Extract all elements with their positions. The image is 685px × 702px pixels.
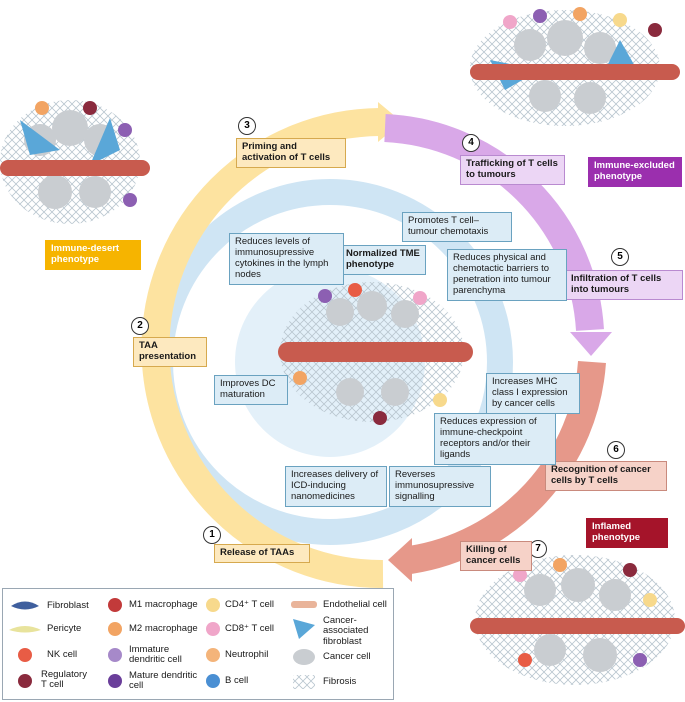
effect-chemotaxis: Promotes T cell–tumour chemotaxis bbox=[402, 212, 512, 242]
b-cell-icon bbox=[206, 674, 220, 688]
legend-neutrophil: Neutrophil bbox=[225, 649, 269, 660]
legend-endothelial-cell: Endothelial cell bbox=[323, 599, 387, 610]
step-1-label: Release of TAAs bbox=[214, 544, 310, 563]
step-1-number: 1 bbox=[203, 526, 221, 544]
step-7-number: 7 bbox=[529, 540, 547, 558]
step-6-number: 6 bbox=[607, 441, 625, 459]
immature-dendritic-cell-icon bbox=[108, 648, 122, 662]
effect-barriers: Reduces physical and chemotactic barrier… bbox=[447, 249, 567, 301]
legend-cd8-t-cell: CD8⁺ T cell bbox=[225, 623, 275, 634]
red-arrow bbox=[407, 360, 606, 574]
legend-cancer-cell: Cancer cell bbox=[323, 651, 371, 662]
effect-checkpoints: Reduces expression of immune-checkpoint … bbox=[434, 413, 556, 465]
inflamed-phenotype-label: Inflamed phenotype bbox=[586, 518, 668, 548]
normalized-tumour bbox=[278, 282, 473, 425]
legend-mature-dendritic-cell: Mature dendritic cell bbox=[129, 670, 198, 692]
step-5-number: 5 bbox=[611, 248, 629, 266]
legend-cancer-associated-fibroblast: Cancer-associated fibroblast bbox=[323, 615, 369, 647]
purple-arrowhead bbox=[570, 332, 612, 356]
legend-cd4-t-cell: CD4⁺ T cell bbox=[225, 599, 275, 610]
fibrosis-icon bbox=[293, 675, 315, 689]
legend-fibroblast: Fibroblast bbox=[47, 600, 89, 611]
regulatory-t-cell-icon bbox=[18, 674, 32, 688]
endothelial-cell-icon bbox=[291, 601, 317, 608]
effect-delivery: Increases delivery of ICD-inducing nanom… bbox=[285, 466, 387, 507]
legend-m1-macrophage: M1 macrophage bbox=[129, 599, 198, 610]
neutrophil-icon bbox=[206, 648, 220, 662]
legend-fibrosis: Fibrosis bbox=[323, 676, 357, 687]
nk-cell-icon bbox=[18, 648, 32, 662]
inflamed-tumour bbox=[470, 555, 685, 685]
effect-signalling: Reverses immunosupressive signalling bbox=[389, 466, 491, 507]
step-2-number: 2 bbox=[131, 317, 149, 335]
effect-cytokines: Reduces levels of immunosupressive cytok… bbox=[229, 233, 344, 285]
legend-regulatory-t-cell: Regulatory T cell bbox=[41, 669, 87, 691]
fibroblast-icon bbox=[11, 601, 39, 610]
step-5-label: Infiltration of T cells into tumours bbox=[565, 270, 683, 300]
mature-dendritic-cell-icon bbox=[108, 674, 122, 688]
step-4-label: Trafficking of T cells to tumours bbox=[460, 155, 565, 185]
immune-desert-phenotype-label: Immune-desert phenotype bbox=[45, 240, 141, 270]
immune-desert-tumour bbox=[0, 100, 150, 224]
legend-icons bbox=[9, 598, 317, 689]
step-7-label: Killing of cancer cells bbox=[460, 541, 532, 571]
step-3-label: Priming and activation of T cells bbox=[236, 138, 346, 168]
immune-excluded-tumour bbox=[470, 7, 680, 126]
step-3-number: 3 bbox=[238, 117, 256, 135]
normalized-tme-phenotype-label: Normalized TME phenotype bbox=[340, 245, 426, 275]
legend-m2-macrophage: M2 macrophage bbox=[129, 623, 198, 634]
legend-b-cell: B cell bbox=[225, 675, 249, 686]
effect-mhc: Increases MHC class I expression by canc… bbox=[486, 373, 580, 414]
cd8-t-cell-icon bbox=[206, 622, 220, 636]
cancer-associated-fibroblast-icon bbox=[293, 619, 315, 639]
legend: Fibroblast Pericyte NK cell Regulatory T… bbox=[2, 588, 394, 700]
legend-nk-cell: NK cell bbox=[47, 649, 78, 660]
cancer-cell-icon bbox=[293, 649, 315, 665]
step-6-label: Recognition of cancer cells by T cells bbox=[545, 461, 667, 491]
legend-pericyte: Pericyte bbox=[47, 623, 82, 634]
step-2-label: TAA presentation bbox=[133, 337, 207, 367]
legend-immature-dendritic-cell: Immature dendritic cell bbox=[129, 644, 182, 666]
m1-macrophage-icon bbox=[108, 598, 122, 612]
cd4-t-cell-icon bbox=[206, 598, 220, 612]
effect-dc-maturation: Improves DC maturation bbox=[214, 375, 288, 405]
pericyte-icon bbox=[9, 626, 41, 633]
immune-excluded-phenotype-label: Immune-excluded phenotype bbox=[588, 157, 682, 187]
m2-macrophage-icon bbox=[108, 622, 122, 636]
red-arrowhead bbox=[388, 538, 412, 582]
step-4-number: 4 bbox=[462, 134, 480, 152]
